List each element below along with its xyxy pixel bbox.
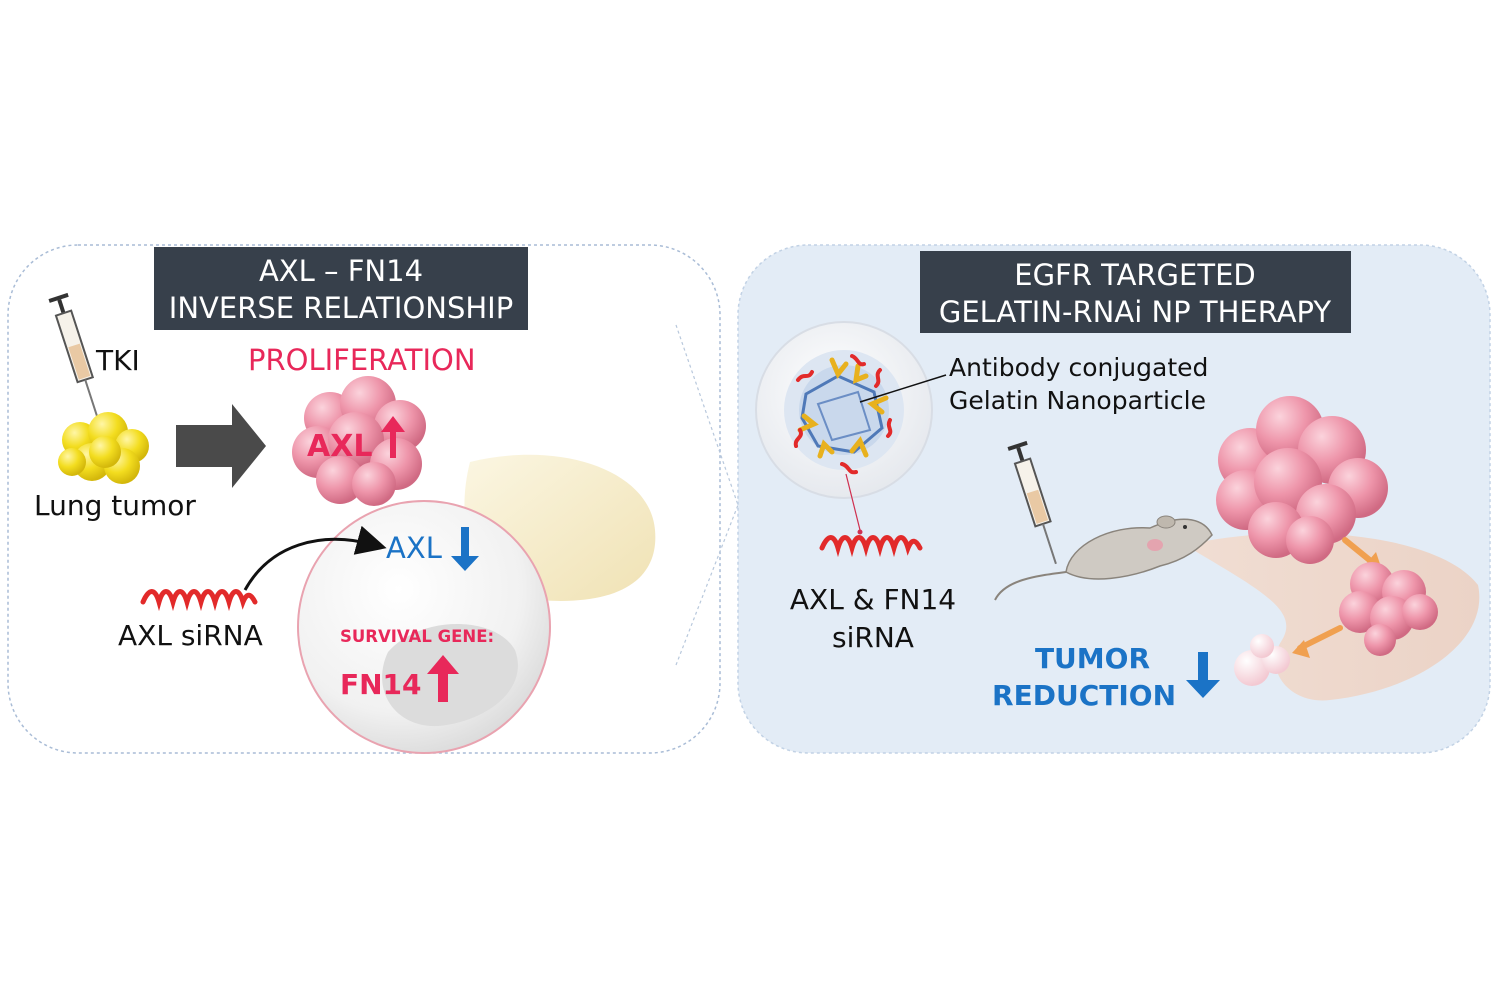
injection-syringe-icon — [1007, 440, 1057, 565]
axl-up-arrow-icon — [381, 416, 405, 458]
cell-nucleus — [382, 623, 518, 727]
survival-gene-label: SURVIVAL GENE: — [340, 627, 494, 646]
axl-sirna-strand-icon — [140, 589, 258, 612]
reduction-label: REDUCTION — [992, 679, 1176, 712]
right-title-line2: GELATIN-RNAi NP THERAPY — [939, 295, 1331, 329]
lung-tumor-cluster — [58, 412, 149, 484]
np-label-line1: Antibody conjugated — [949, 353, 1208, 382]
panel-connector — [675, 324, 739, 666]
np-label-line2: Gelatin Nanoparticle — [949, 386, 1206, 415]
progression-arrow-icon — [176, 404, 266, 488]
proliferating-tumor-cluster — [292, 376, 426, 506]
fn14-up-arrow-icon — [427, 655, 459, 702]
shrink-arrow-1 — [1342, 537, 1375, 565]
axl-down-label: AXL — [386, 531, 442, 565]
tumor-reduction-arrow-icon — [1186, 652, 1220, 698]
right-panel: EGFR TARGETED GELATIN-RNAi NP THERAPY An… — [737, 244, 1491, 754]
proliferation-label: PROLIFERATION — [248, 343, 476, 377]
right-title-box — [920, 251, 1351, 333]
np-pointer-line — [859, 374, 947, 403]
syringe-icon — [48, 292, 100, 420]
left-title-box — [154, 247, 528, 330]
large-tumor-cluster — [1216, 396, 1388, 564]
gelatin-nanoparticle — [755, 321, 933, 499]
combo-sirna-label-line1: AXL & FN14 — [790, 583, 956, 616]
left-title-line2: INVERSE RELATIONSHIP — [169, 291, 513, 325]
tki-label: TKI — [95, 344, 140, 377]
sirna-to-axl-arrow-icon — [243, 525, 387, 591]
small-tumor-cluster — [1234, 634, 1290, 686]
left-title-line1: AXL – FN14 — [259, 254, 423, 288]
medium-tumor-cluster — [1339, 562, 1438, 656]
axl-down-arrow-icon — [451, 527, 479, 571]
right-title-line1: EGFR TARGETED — [1014, 258, 1255, 292]
mouse-icon — [994, 515, 1213, 601]
combo-sirna-strand-icon — [819, 535, 923, 558]
combo-sirna-label-line2: siRNA — [832, 621, 914, 654]
axl-sirna-label: AXL siRNA — [118, 619, 263, 652]
shrink-arrow-2 — [1297, 625, 1343, 651]
tumor-label: TUMOR — [1035, 642, 1150, 675]
axl-up-label: AXL — [307, 429, 372, 464]
np-sirna-pointer — [845, 473, 861, 531]
left-panel: AXL – FN14 INVERSE RELATIONSHIP TKI Lung… — [7, 244, 721, 754]
fn14-label: FN14 — [340, 668, 422, 701]
lung-tumor-label: Lung tumor — [34, 489, 196, 522]
